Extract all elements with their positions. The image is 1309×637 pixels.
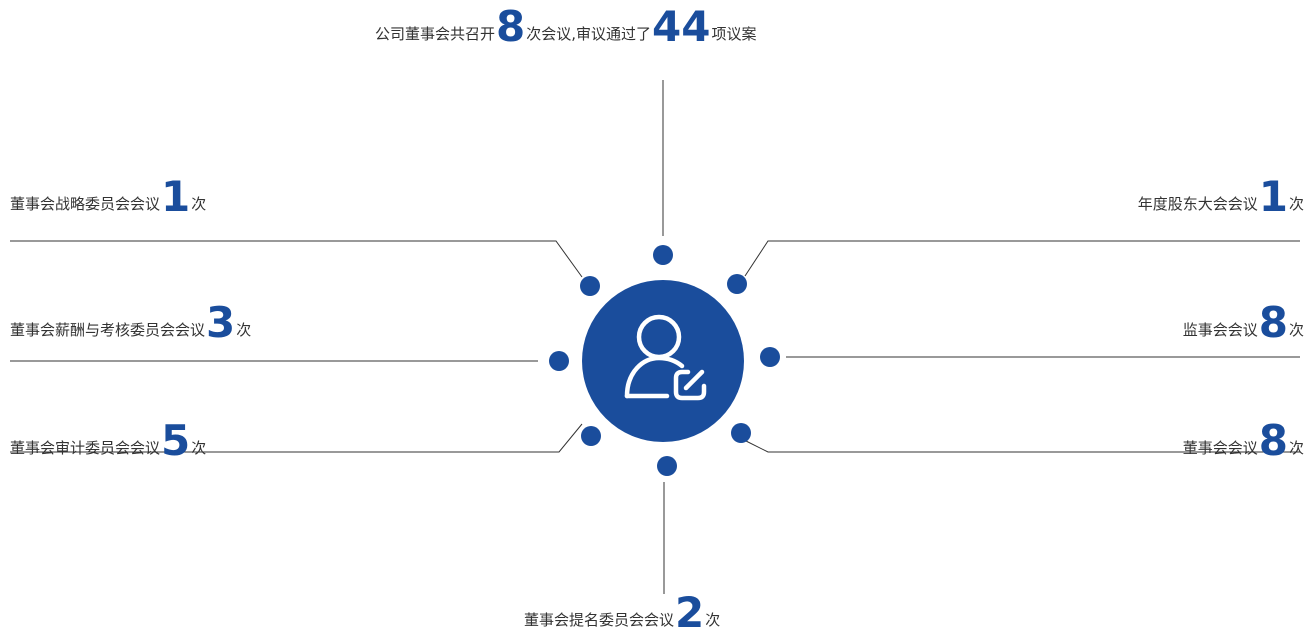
label-right-3-number: 8 xyxy=(1258,416,1288,465)
connector-left-1 xyxy=(10,240,583,278)
label-top-prefix: 公司董事会共召开 xyxy=(375,25,496,43)
label-top-number-proposals: 44 xyxy=(652,2,711,51)
connector-right-3 xyxy=(745,440,1300,453)
label-right-1-prefix: 年度股东大会会议 xyxy=(1137,195,1258,213)
label-left-2-prefix: 董事会薪酬与考核委员会会议 xyxy=(10,321,206,339)
label-left-2-number: 3 xyxy=(206,298,236,347)
label-right-2-prefix: 监事会会议 xyxy=(1182,321,1258,339)
label-bottom-number: 2 xyxy=(675,588,705,637)
label-bottom-suffix: 次 xyxy=(705,611,721,629)
label-right-1-suffix: 次 xyxy=(1288,195,1304,213)
label-top-suffix: 项议案 xyxy=(711,25,757,43)
label-right-3-suffix: 次 xyxy=(1288,439,1304,457)
label-right-3-prefix: 董事会会议 xyxy=(1182,439,1258,457)
node-dot-upper-right xyxy=(727,274,747,294)
connector-left-3 xyxy=(10,423,583,453)
node-dot-lower-left xyxy=(581,426,601,446)
node-dot-lower-right xyxy=(731,423,751,443)
label-right-1-number: 1 xyxy=(1258,172,1288,221)
node-dot-top xyxy=(653,245,673,265)
node-dot-left xyxy=(549,351,569,371)
label-bottom-prefix: 董事会提名委员会会议 xyxy=(524,611,675,629)
node-dot-right xyxy=(760,347,780,367)
label-left-3-prefix: 董事会审计委员会会议 xyxy=(10,439,161,457)
label-right-2-number: 8 xyxy=(1258,298,1288,347)
label-left-2-suffix: 次 xyxy=(236,321,252,339)
label-top-number-meetings: 8 xyxy=(496,2,526,51)
label-right-2-suffix: 次 xyxy=(1288,321,1304,339)
label-left-1-prefix: 董事会战略委员会会议 xyxy=(10,195,161,213)
label-top-middle: 次会议,审议通过了 xyxy=(526,25,652,43)
label-left-1-number: 1 xyxy=(161,172,191,221)
label-left-3-suffix: 次 xyxy=(191,439,207,457)
label-left-1-suffix: 次 xyxy=(191,195,207,213)
user-edit-icon xyxy=(624,314,707,401)
node-dot-upper-left xyxy=(580,276,600,296)
center-hub xyxy=(582,280,744,442)
connector-right-1 xyxy=(744,240,1300,277)
node-dot-bottom xyxy=(657,456,677,476)
label-left-3-number: 5 xyxy=(161,416,191,465)
